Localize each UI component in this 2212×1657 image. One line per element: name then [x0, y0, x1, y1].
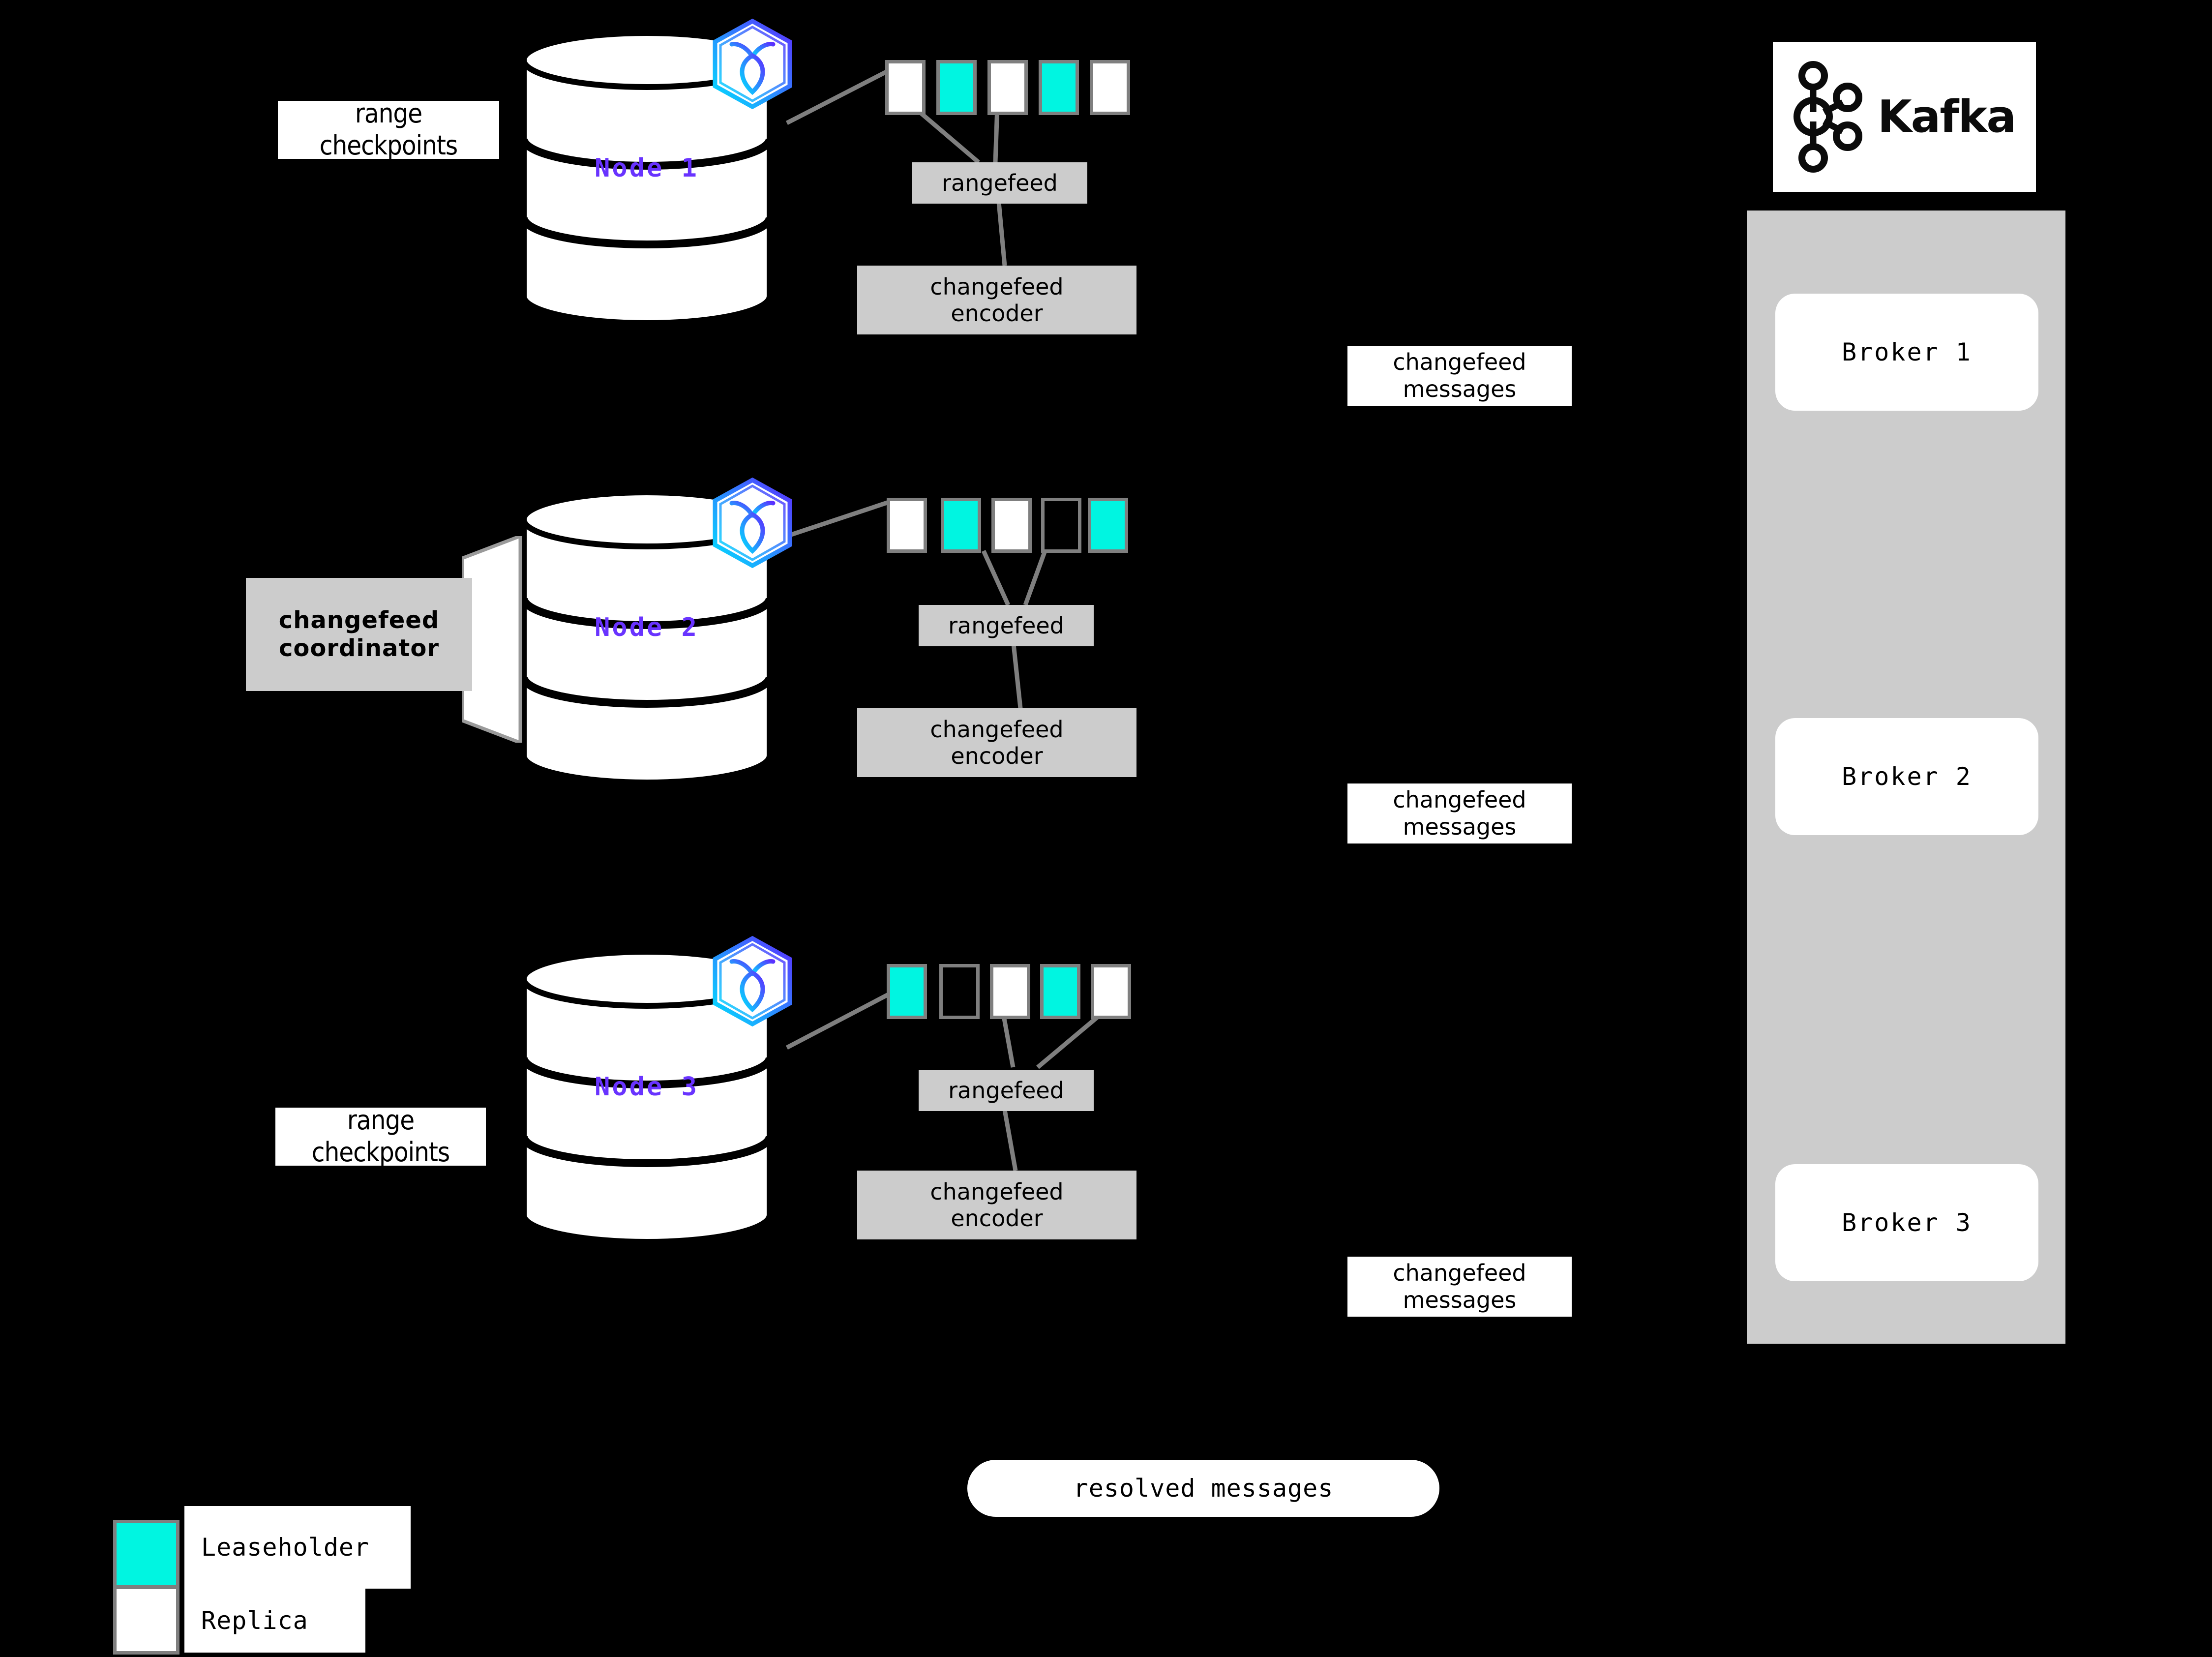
node-1-label: Node 1 [595, 153, 699, 183]
legend-swatch-replica [113, 1586, 179, 1655]
changefeed-coordinator-box[interactable]: changefeed coordinator [246, 578, 472, 691]
encoder-line-2: encoder [951, 743, 1043, 769]
range-box-replica[interactable] [990, 964, 1030, 1019]
node-2-cylinder: Node 2 [516, 490, 777, 785]
coordinator-line-1: changefeed [278, 606, 440, 634]
changefeed-messages-label-3: changefeed messages [1347, 1257, 1572, 1317]
range-box-replica[interactable] [887, 498, 927, 553]
encoder-line-2: encoder [951, 1205, 1043, 1232]
changefeed-messages-label-1: changefeed messages [1347, 346, 1572, 406]
node-3-cylinder: Node 3 [516, 949, 777, 1244]
node-3-label: Node 3 [595, 1072, 699, 1102]
changefeed-messages-line-1: changefeed [1393, 348, 1526, 375]
coordinator-wedge [460, 533, 541, 746]
node-3-changefeed-encoder-box[interactable]: changefeed encoder [857, 1171, 1136, 1239]
encoder-line-2: encoder [951, 300, 1043, 327]
coordinator-line-2: coordinator [278, 634, 440, 662]
resolved-messages-pill[interactable]: resolved messages [967, 1460, 1439, 1517]
encoder-line-1: changefeed [930, 273, 1064, 300]
node-1-changefeed-encoder-box[interactable]: changefeed encoder [857, 266, 1136, 334]
range-box-replica[interactable] [1090, 60, 1130, 115]
node-3-rangefeed-box[interactable]: rangefeed [919, 1070, 1094, 1111]
changefeed-messages-label-2: changefeed messages [1347, 783, 1572, 844]
range-box-replica[interactable] [1091, 964, 1131, 1019]
range-box-leaseholder[interactable] [887, 964, 927, 1019]
range-box-empty[interactable] [939, 964, 980, 1019]
changefeed-messages-line-2: messages [1403, 1287, 1517, 1313]
range-box-leaseholder[interactable] [941, 498, 981, 553]
cockroachdb-logo [708, 934, 797, 1030]
broker-2[interactable]: Broker 2 [1775, 718, 2038, 835]
legend-label-leaseholder: Leaseholder [184, 1506, 411, 1589]
encoder-line-1: changefeed [930, 1178, 1064, 1205]
legend-label-replica: Replica [184, 1589, 365, 1653]
changefeed-messages-line-2: messages [1403, 813, 1517, 840]
range-checkpoints-line-2: checkpoints [311, 1137, 450, 1168]
range-box-empty[interactable] [1041, 498, 1081, 553]
cockroachdb-logo [708, 476, 797, 572]
kafka-wordmark: Kafka [1877, 91, 2016, 143]
kafka-logo: Kafka [1773, 42, 2036, 192]
legend-swatch-leaseholder [113, 1520, 179, 1589]
range-checkpoints-label-bottom: range checkpoints [275, 1105, 486, 1168]
range-box-leaseholder[interactable] [1039, 60, 1079, 115]
range-box-leaseholder[interactable] [1088, 498, 1128, 553]
kafka-mark [1793, 61, 1862, 173]
encoder-line-1: changefeed [930, 716, 1064, 743]
broker-3[interactable]: Broker 3 [1775, 1164, 2038, 1281]
range-box-replica[interactable] [987, 60, 1028, 115]
broker-1[interactable]: Broker 1 [1775, 294, 2038, 411]
node-1-rangefeed-box[interactable]: rangefeed [912, 162, 1087, 204]
node-1-cylinder: Node 1 [516, 30, 777, 326]
node-2-rangefeed-box[interactable]: rangefeed [919, 605, 1094, 646]
range-box-replica[interactable] [885, 60, 926, 115]
range-box-leaseholder[interactable] [936, 60, 977, 115]
node-2-label: Node 2 [595, 613, 699, 642]
changefeed-messages-line-1: changefeed [1393, 1259, 1526, 1286]
node-2-changefeed-encoder-box[interactable]: changefeed encoder [857, 708, 1136, 777]
range-box-replica[interactable] [991, 498, 1032, 553]
changefeed-messages-line-2: messages [1403, 376, 1517, 402]
range-checkpoints-line-2: checkpoints [319, 130, 458, 161]
range-checkpoints-line-1: range [355, 98, 422, 129]
range-checkpoints-line-1: range [347, 1105, 415, 1136]
changefeed-messages-line-1: changefeed [1393, 786, 1526, 813]
range-checkpoints-label-top: range checkpoints [278, 98, 499, 161]
range-box-leaseholder[interactable] [1040, 964, 1080, 1019]
cockroachdb-logo [708, 17, 797, 113]
